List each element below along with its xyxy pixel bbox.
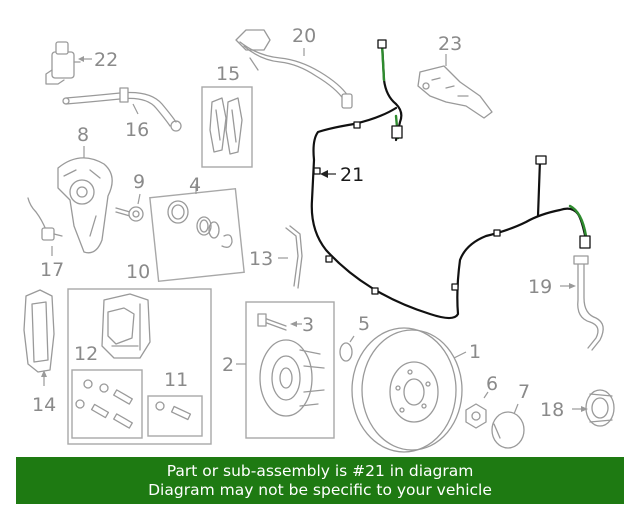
part-11-box bbox=[147, 395, 203, 437]
part-23-bracket bbox=[417, 65, 493, 119]
info-banner: Part or sub-assembly is #21 in diagram D… bbox=[16, 457, 624, 504]
callout-16-leader bbox=[132, 103, 139, 115]
part-12-box bbox=[71, 369, 143, 439]
callout-17: 17 bbox=[40, 259, 64, 281]
callout-22-leader bbox=[78, 56, 92, 62]
callout-9-leader bbox=[137, 193, 141, 205]
callout-6: 6 bbox=[486, 373, 498, 395]
callout-6-leader bbox=[483, 391, 489, 399]
part-12-pins bbox=[75, 379, 133, 429]
part-21-wiring-harness bbox=[310, 39, 591, 320]
part-19-hose bbox=[573, 255, 604, 351]
callout-9: 9 bbox=[133, 171, 145, 193]
callout-16: 16 bbox=[125, 119, 149, 141]
part-5-oring bbox=[339, 342, 353, 362]
part-16-hose bbox=[62, 87, 182, 132]
part-1-rotor bbox=[351, 327, 463, 453]
callout-2: 2 bbox=[222, 354, 234, 376]
callout-15: 15 bbox=[216, 63, 240, 85]
callout-5-leader bbox=[349, 335, 355, 343]
callout-1-leader bbox=[453, 351, 467, 359]
callout-14: 14 bbox=[32, 394, 56, 416]
part-2-hub bbox=[259, 339, 325, 417]
part-4-box bbox=[149, 187, 245, 283]
callout-1: 1 bbox=[469, 341, 481, 363]
callout-8: 8 bbox=[77, 124, 89, 146]
part-7-cap bbox=[491, 411, 525, 449]
callout-3: 3 bbox=[302, 314, 314, 336]
part-8-splash-shield bbox=[57, 157, 113, 254]
callout-19-leader bbox=[560, 283, 576, 289]
callout-13: 13 bbox=[249, 248, 273, 270]
callout-3-leader bbox=[290, 321, 302, 327]
callout-21-leader bbox=[320, 170, 336, 178]
part-10-caliper bbox=[101, 293, 151, 359]
callout-21: 21 bbox=[340, 164, 364, 186]
callout-10: 10 bbox=[126, 261, 150, 283]
callout-18-leader bbox=[572, 406, 588, 412]
callout-22: 22 bbox=[94, 49, 118, 71]
part-4-seals bbox=[167, 200, 233, 248]
part-6-nut bbox=[465, 403, 487, 429]
callout-18: 18 bbox=[540, 399, 564, 421]
callout-12: 12 bbox=[74, 343, 98, 365]
callout-7-leader bbox=[513, 403, 519, 415]
callout-19: 19 bbox=[528, 276, 552, 298]
part-15-box bbox=[201, 86, 253, 168]
part-9-bolt bbox=[115, 206, 144, 222]
part-13-clip bbox=[285, 225, 303, 289]
callout-23: 23 bbox=[438, 33, 462, 55]
part-22-sensor bbox=[45, 41, 81, 85]
banner-line-2: Diagram may not be specific to your vehi… bbox=[148, 481, 492, 499]
part-3-stud bbox=[257, 313, 287, 331]
part-20-speed-sensor bbox=[235, 29, 353, 109]
banner-line-1: Part or sub-assembly is #21 in diagram bbox=[166, 462, 474, 480]
callout-14-leader bbox=[41, 370, 47, 386]
part-15-brake-pads bbox=[209, 97, 243, 155]
part-2-box bbox=[245, 301, 335, 439]
part-11-pins bbox=[155, 401, 192, 421]
callout-7: 7 bbox=[518, 381, 530, 403]
callout-5: 5 bbox=[358, 313, 370, 335]
part-18-bearing bbox=[585, 389, 615, 427]
callout-4: 4 bbox=[189, 174, 201, 196]
callout-11: 11 bbox=[164, 369, 188, 391]
part-10-box bbox=[67, 288, 212, 445]
part-14-bracket bbox=[23, 289, 55, 373]
part-17-sensor bbox=[27, 197, 63, 241]
callout-20: 20 bbox=[292, 25, 316, 47]
